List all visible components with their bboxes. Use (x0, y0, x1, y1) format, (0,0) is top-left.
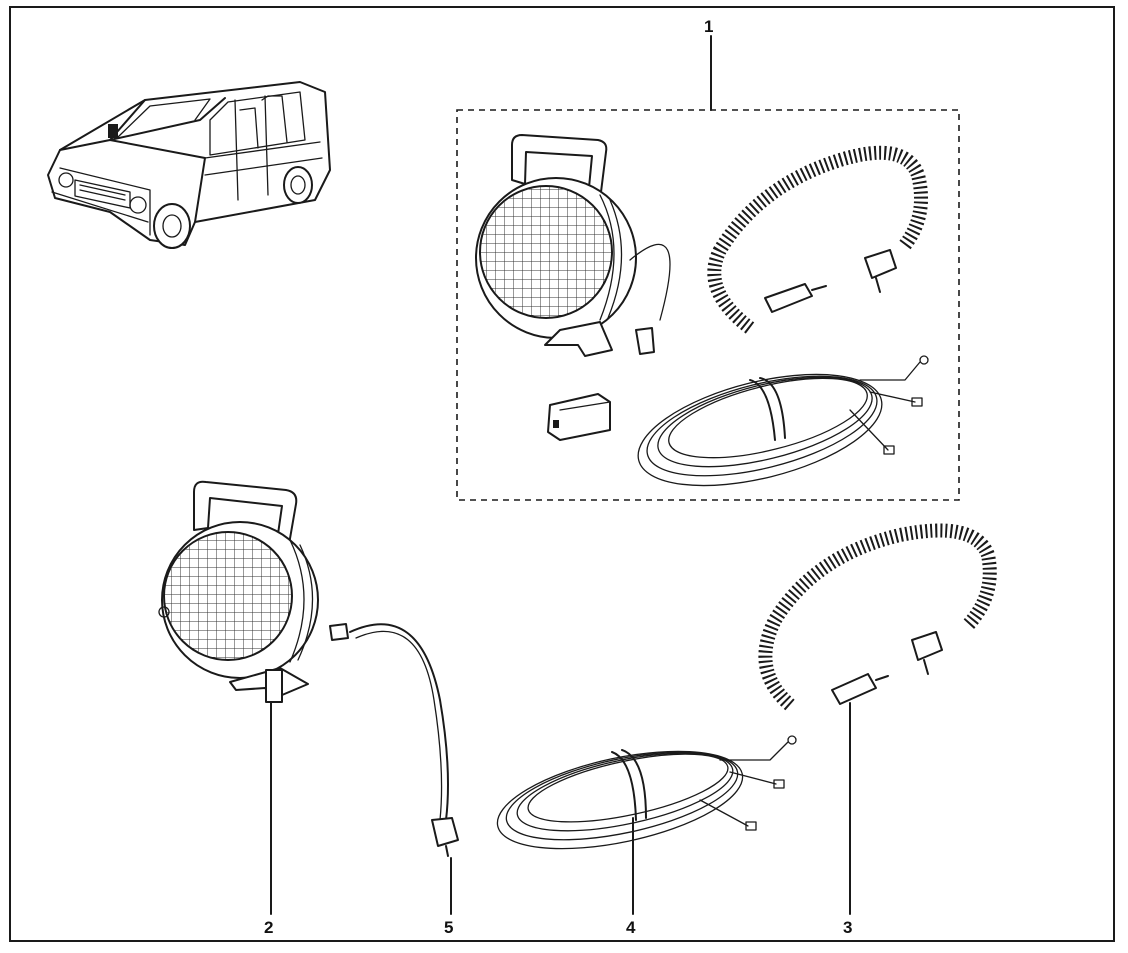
kit-boundary (456, 109, 960, 501)
kit-spiral-cable (707, 145, 928, 334)
lead-item-5 (329, 623, 459, 857)
vehicle-illustration (47, 81, 331, 249)
spiral-cable-item-3 (758, 523, 997, 711)
callout-4: 4 (626, 918, 636, 937)
worklamp-item-2 (158, 480, 319, 703)
kit-harness (637, 355, 929, 487)
kit-worklamp (475, 134, 671, 441)
callout-1: 1 (704, 17, 713, 36)
callout-2: 2 (264, 918, 273, 937)
diagram-frame (9, 6, 1115, 942)
callout-5: 5 (444, 918, 453, 937)
harness-item-4 (496, 735, 797, 850)
callout-3: 3 (843, 918, 852, 937)
